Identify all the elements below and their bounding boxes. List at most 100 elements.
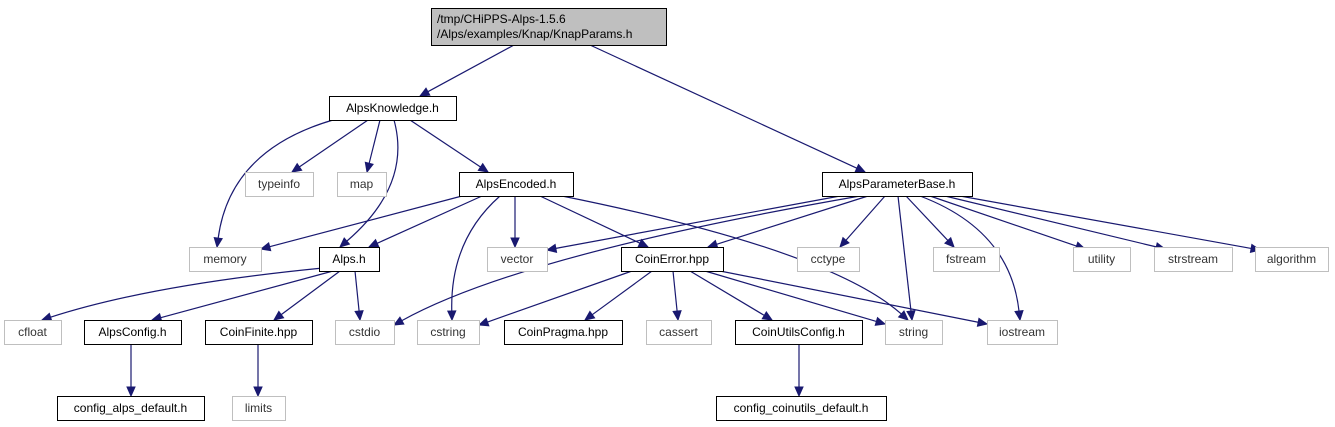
edge-line	[845, 195, 886, 241]
node-box	[329, 96, 457, 121]
arrowhead-icon	[897, 310, 909, 321]
node-algorithm: algorithm	[1255, 247, 1329, 272]
node-box	[189, 247, 262, 272]
edge-line	[160, 270, 334, 319]
edge-line	[919, 195, 1020, 312]
node-alpsconfig[interactable]: AlpsConfig.h	[84, 320, 182, 345]
edge-alpsparameterbase-to-strstream	[944, 195, 1167, 252]
node-label: config_coinutils_default.h	[734, 401, 869, 415]
edge-line	[217, 119, 334, 239]
node-box	[245, 172, 314, 197]
edge-root-to-alpsparameterbase	[589, 44, 867, 173]
node-box	[885, 320, 943, 345]
arrowhead-icon	[976, 317, 989, 327]
node-alpsencoded[interactable]: AlpsEncoded.h	[459, 172, 574, 197]
node-cassert: cassert	[646, 320, 712, 345]
node-label: cstdio	[349, 325, 381, 339]
edge-alps-to-cfloat	[40, 267, 324, 322]
node-alpsparameterbase[interactable]: AlpsParameterBase.h	[822, 172, 973, 197]
edge-line	[269, 195, 463, 248]
node-box	[797, 247, 860, 272]
node-cstdio: cstdio	[335, 320, 395, 345]
node-label: memory	[203, 252, 246, 266]
arrowhead-icon	[259, 241, 272, 252]
arrowhead-icon	[273, 310, 285, 321]
edge-alpsconfig-to-configalpsdefault	[126, 344, 136, 398]
node-label: AlpsParameterBase.h	[839, 177, 956, 191]
edge-line	[368, 119, 381, 164]
node-label: cctype	[811, 252, 846, 266]
edge-line	[672, 270, 678, 312]
edge-alpsparameterbase-to-algorithm	[959, 195, 1262, 254]
edge-alps-to-cstdio	[354, 270, 364, 322]
node-label: algorithm	[1267, 252, 1316, 266]
node-coinfinite[interactable]: CoinFinite.hpp	[205, 320, 313, 345]
node-box	[84, 320, 182, 345]
edge-line	[299, 119, 369, 168]
node-box	[646, 320, 712, 345]
arrowhead-icon	[874, 316, 887, 326]
arrowhead-icon	[706, 239, 719, 249]
edge-line	[409, 119, 481, 168]
arrowhead-icon	[477, 162, 490, 173]
edge-line	[591, 270, 653, 316]
edge-alpsencoded-to-coinerror	[539, 195, 650, 248]
edge-line	[719, 270, 979, 323]
edge-line	[539, 195, 641, 244]
node-limits: limits	[232, 396, 286, 421]
arrowhead-icon	[761, 311, 774, 321]
node-map: map	[337, 172, 387, 197]
node-box	[205, 320, 313, 345]
node-box	[459, 172, 574, 197]
node-label: AlpsEncoded.h	[476, 177, 557, 191]
arrowhead-icon	[672, 310, 682, 322]
edge-coinerror-to-string	[704, 270, 887, 326]
edge-alpsparameterbase-to-vector	[545, 195, 841, 253]
node-cfloat: cfloat	[4, 320, 62, 345]
node-label: strstream	[1168, 252, 1218, 266]
arrowhead-icon	[253, 386, 263, 398]
node-configalpsdefault[interactable]: config_alps_default.h	[57, 396, 205, 421]
arrowhead-icon	[584, 310, 596, 321]
arrowhead-icon	[364, 161, 374, 174]
node-coinutilsconfig[interactable]: CoinUtilsConfig.h	[735, 320, 863, 345]
node-box	[431, 8, 667, 46]
edge-alpsknowledge-to-memory	[213, 119, 334, 249]
edge-line	[376, 195, 483, 244]
node-label: Alps.h	[332, 252, 365, 266]
node-label: /tmp/CHiPPS-Alps-1.5.6	[437, 12, 566, 26]
node-label: utility	[1088, 252, 1115, 266]
edge-line	[561, 195, 902, 315]
node-box	[335, 320, 395, 345]
arrowhead-icon	[906, 310, 916, 322]
node-box	[417, 320, 480, 345]
node-label: typeinfo	[258, 177, 300, 191]
node-label: fstream	[946, 252, 986, 266]
edge-coinerror-to-cstring	[477, 270, 633, 327]
edge-alps-to-coinfinite	[273, 270, 341, 321]
edge-line	[589, 44, 858, 169]
edge-coinerror-to-iostream	[719, 270, 989, 327]
arrowhead-icon	[794, 386, 804, 398]
arrowhead-icon	[1014, 310, 1024, 322]
node-coinpragma[interactable]: CoinPragma.hpp	[504, 320, 623, 345]
arrowhead-icon	[477, 317, 490, 327]
arrowhead-icon	[40, 312, 53, 322]
node-label: /Alps/examples/Knap/KnapParams.h	[437, 27, 632, 41]
node-coinerror[interactable]: CoinError.hpp	[621, 247, 724, 272]
node-cctype: cctype	[797, 247, 860, 272]
edge-coinutilsconfig-to-configcoinutilsdefault	[794, 344, 804, 398]
node-box	[933, 247, 1000, 272]
node-alpsknowledge[interactable]: AlpsKnowledge.h	[329, 96, 457, 121]
node-label: CoinError.hpp	[635, 252, 709, 266]
node-label: CoinFinite.hpp	[220, 325, 298, 339]
node-configcoinutilsdefault[interactable]: config_coinutils_default.h	[716, 396, 887, 421]
edge-line	[704, 270, 877, 323]
edge-line	[346, 119, 399, 242]
node-alps[interactable]: Alps.h	[319, 247, 380, 272]
edge-alps-to-alpsconfig	[150, 270, 334, 323]
node-box	[621, 247, 724, 272]
arrowhead-icon	[446, 310, 457, 322]
arrowhead-icon	[637, 238, 650, 248]
edge-alpsencoded-to-alps	[367, 195, 483, 248]
